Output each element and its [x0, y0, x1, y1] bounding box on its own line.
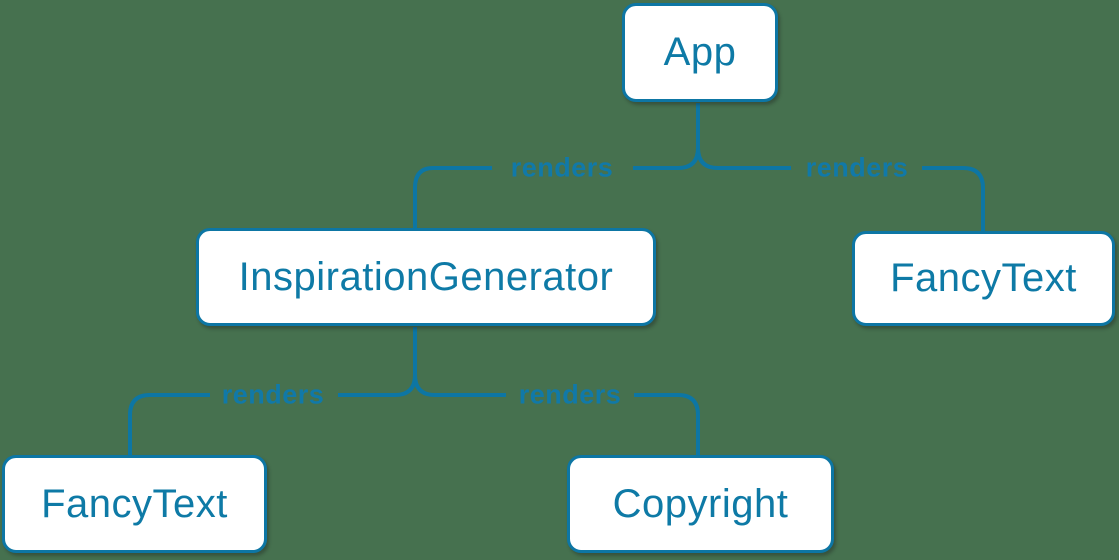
edge-label-renders-inspiration-fancytext: renders — [221, 379, 325, 410]
edge-app-to-fancytext — [696, 103, 985, 232]
edge-label-renders-app-inspiration: renders — [510, 152, 614, 183]
node-inspiration-generator: InspirationGenerator — [196, 228, 656, 326]
node-fancy-text-bottom-label: FancyText — [41, 481, 228, 526]
node-copyright-label: Copyright — [612, 481, 789, 526]
node-app-label: App — [663, 30, 737, 74]
edge-label-renders-app-fancytext: renders — [805, 152, 909, 183]
node-fancy-text-right: FancyText — [852, 231, 1115, 326]
node-fancy-text-right-label: FancyText — [890, 256, 1077, 300]
edge-label-renders-inspiration-copyright: renders — [518, 379, 622, 410]
node-inspiration-generator-label: InspirationGenerator — [238, 254, 614, 299]
node-app: App — [622, 3, 778, 102]
node-copyright: Copyright — [567, 455, 834, 553]
node-fancy-text-bottom: FancyText — [2, 455, 267, 553]
edge-inspirationgenerator-to-copyright — [413, 327, 700, 456]
